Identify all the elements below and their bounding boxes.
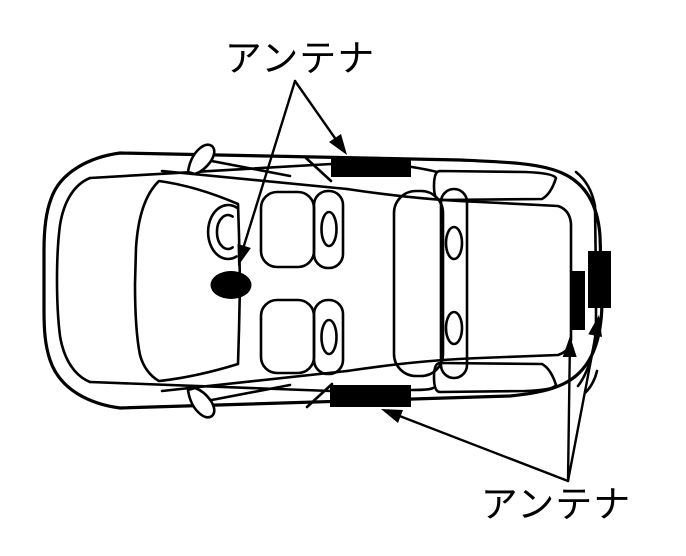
car-body-outline — [42, 151, 604, 410]
front-seat-bottom-headrest — [312, 298, 345, 376]
door-seam-bottom — [305, 382, 334, 409]
antenna-marker-tailgate — [572, 271, 585, 330]
side-window-bottom — [432, 361, 558, 394]
callout-arrows — [237, 79, 602, 483]
arrow-top-to-roof-head — [329, 134, 347, 155]
cabin-outline — [345, 187, 573, 373]
antenna-marker-roof-top — [331, 158, 411, 177]
arrow-top-to-roof-line — [293, 79, 339, 143]
hood-windshield-outline — [133, 179, 242, 383]
side-window-top — [432, 169, 558, 202]
front-seat-top-headrest-hole — [320, 210, 338, 248]
front-bumper-line — [55, 176, 92, 384]
car-body — [42, 143, 604, 419]
rear-bench-backrest — [439, 187, 469, 380]
arrow-bottom-to-tailgate-line — [566, 350, 571, 483]
arrow-bottom-to-tailgate-head — [562, 336, 577, 357]
rear-bench-headrest-hole-2 — [444, 310, 464, 346]
rear-bench-seat — [392, 189, 445, 378]
antenna-marker-dash — [210, 271, 252, 299]
front-seat-bottom-headrest-hole — [320, 318, 338, 356]
arrow-bottom-to-bumper-head — [588, 315, 602, 337]
antenna-marker-rear-bumper — [588, 251, 611, 308]
arrow-bottom-to-roof-head — [381, 409, 403, 423]
rear-bench-headrest-hole-1 — [444, 225, 464, 261]
antenna-label-bottom: アンテナ — [481, 483, 632, 526]
beltline-bottom — [88, 380, 435, 393]
arrow-bottom-to-bumper-line — [566, 329, 598, 483]
door-seam-top — [304, 156, 333, 183]
arrow-top-to-dash-head — [237, 243, 251, 266]
seats — [259, 187, 469, 380]
arrow-bottom-to-roof-line — [395, 413, 570, 483]
side-mirror-bottom-icon — [186, 386, 216, 419]
tailgate-seam-bottom — [583, 369, 599, 395]
side-mirror-top-icon — [186, 143, 216, 176]
antenna-markers — [210, 158, 611, 407]
steering-wheel-icon — [206, 203, 238, 261]
antenna-label-top: アンテナ — [225, 37, 376, 80]
front-seat-top — [259, 190, 316, 269]
front-seat-top-headrest — [312, 189, 345, 270]
beltline-top — [88, 162, 439, 180]
antenna-marker-roof-bottom — [330, 385, 411, 407]
arrow-top-to-dash-line — [240, 79, 297, 254]
front-seat-bottom — [259, 298, 316, 375]
